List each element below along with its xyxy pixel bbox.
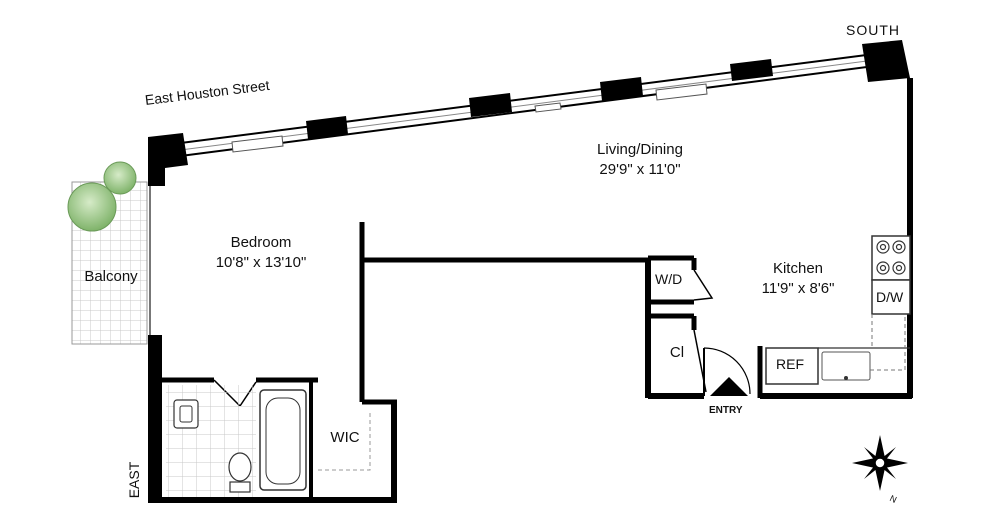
window-wall: [148, 40, 910, 186]
entry-label: ENTRY: [709, 405, 743, 416]
wic-label: WIC: [330, 429, 360, 446]
tree-icon: [67, 161, 137, 232]
living-dining-label: Living/Dining 29'9" x 11'0": [560, 140, 720, 180]
bedroom-label: Bedroom 10'8" x 13'10": [196, 233, 326, 273]
wic-rod: [318, 410, 371, 471]
kitchen-dims: 11'9" x 8'6": [761, 280, 835, 297]
balcony-label: Balcony: [84, 268, 138, 285]
wd-label: W/D: [655, 271, 683, 287]
kitchen-name: Kitchen: [772, 260, 824, 277]
compass-icon: [852, 435, 908, 491]
bedroom-dims: 10'8" x 13'10": [215, 254, 307, 271]
bathroom: [166, 385, 307, 497]
living-dining-dims: 29'9" x 11'0": [599, 161, 681, 178]
closet-label: Cl: [669, 344, 685, 361]
living-dining-name: Living/Dining: [597, 141, 683, 158]
kitchen-label: Kitchen 11'9" x 8'6": [738, 259, 858, 299]
refrigerator-label: REF: [776, 356, 804, 372]
east-label: EAST: [126, 461, 142, 499]
dishwasher-label: D/W: [876, 289, 904, 305]
bedroom-name: Bedroom: [230, 234, 292, 251]
south-label: SOUTH: [846, 22, 900, 38]
entry-arrow-icon: [710, 377, 748, 396]
stove-icon: [876, 240, 906, 275]
